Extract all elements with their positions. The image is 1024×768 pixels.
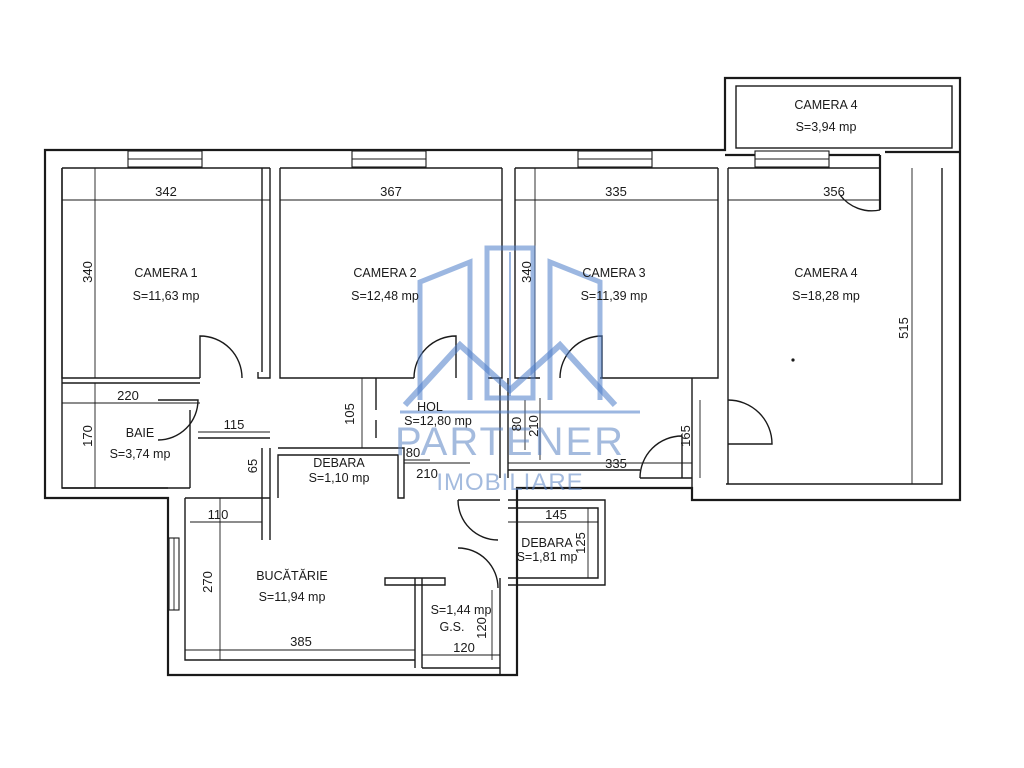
windows [127,150,830,611]
room-name-hol: HOL [417,400,443,414]
doors [157,194,881,589]
door-camera4 [727,399,773,445]
room-name-debara2: DEBARA [521,536,573,550]
dim-hol-80a: 80 [406,445,420,460]
door-gs [457,547,499,589]
room-area-camera4-balcony: S=3,94 mp [796,120,857,134]
dim-c4-width: 356 [823,184,845,199]
room-area-bucatarie: S=11,94 mp [259,590,326,604]
room-area-hol: S=12,80 mp [404,414,472,428]
interior-walls [61,168,729,675]
room-name-gs: G.S. [439,620,464,634]
dim-deb2-125: 125 [573,532,588,554]
room-area-gs: S=1,44 mp [431,603,492,617]
door-camera1 [199,335,243,379]
room-name-baie: BAIE [126,426,155,440]
room-area-camera4: S=18,28 mp [792,289,860,303]
dim-hol-210a: 210 [416,466,438,481]
door-balcony [839,194,881,212]
door-baie [157,399,199,441]
room-area-camera2: S=12,48 mp [351,289,419,303]
door-camera2 [413,335,457,379]
dim-deb1-65: 65 [245,459,260,473]
watermark-brand: PARTENER [395,420,625,464]
room-area-baie: S=3,74 mp [110,447,171,461]
dimension-labels: 342 367 335 356 340 340 515 220 170 115 … [80,184,911,655]
dim-c4-height: 515 [896,317,911,339]
watermark-logo [400,245,640,414]
room-name-camera1: CAMERA 1 [134,266,197,280]
door-hol-exit [639,435,683,479]
dim-hol-210b: 210 [526,415,541,437]
room-area-debara2: S=1,81 mp [517,550,578,564]
dim-buc-270: 270 [200,571,215,593]
dim-baie-height: 170 [80,425,95,447]
dim-c3-width: 335 [605,184,627,199]
room-name-camera2: CAMERA 2 [353,266,416,280]
outer-walls [43,76,962,677]
dim-c1-height: 340 [80,261,95,283]
room-name-debara1: DEBARA [313,456,365,470]
door-debara2 [457,499,499,541]
dim-gs-120w: 120 [453,640,475,655]
dim-hol-105: 105 [342,403,357,425]
dim-hol-80b: 80 [509,417,524,431]
dim-buc-110: 110 [208,507,229,522]
room-name-bucatarie: BUCĂTĂRIE [256,568,328,583]
dim-c1-width: 342 [155,184,177,199]
dimension-lines [62,168,913,660]
dim-gs-120h: 120 [474,617,489,639]
room-name-camera3: CAMERA 3 [582,266,645,280]
room-area-camera3: S=11,39 mp [581,289,648,303]
dim-deb2-145: 145 [545,507,567,522]
dim-hol-165: 165 [678,425,693,447]
room-area-debara1: S=1,10 mp [309,471,370,485]
room-name-camera4: CAMERA 4 [794,266,857,280]
room-area-camera1: S=11,63 mp [133,289,200,303]
room-labels: CAMERA 1 S=11,63 mp CAMERA 2 S=12,48 mp … [110,98,860,634]
dim-c3-height: 340 [519,261,534,283]
dim-baie-width: 220 [117,388,139,403]
dim-buc-385: 385 [290,634,312,649]
dim-c2-width: 367 [380,184,402,199]
dim-corridor-115: 115 [224,417,245,432]
dim-hol-335: 335 [605,456,627,471]
marker-dot [791,358,795,362]
room-name-camera4-balcony: CAMERA 4 [794,98,857,112]
watermark-subtitle: IMOBILIARE [436,469,583,496]
